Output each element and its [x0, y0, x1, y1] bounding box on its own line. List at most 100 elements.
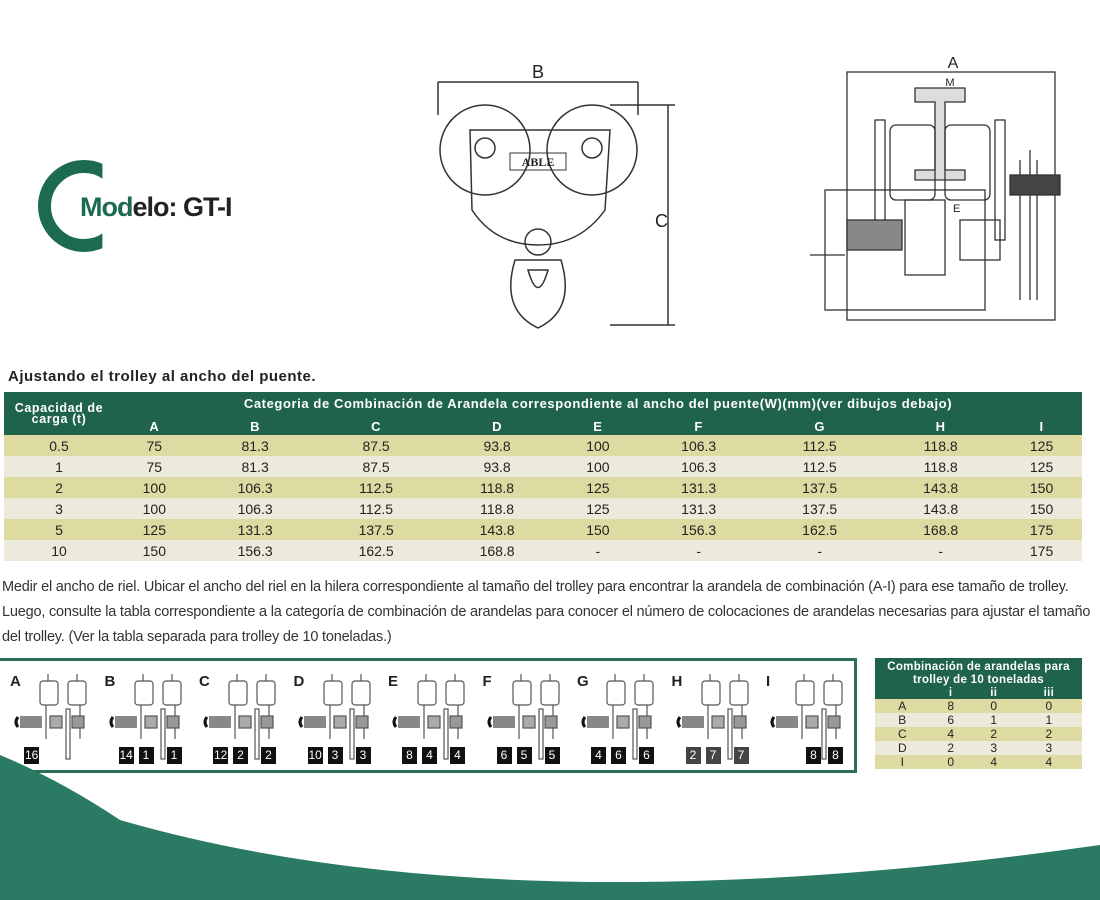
category-cell: A: [875, 699, 930, 713]
section-title: Ajustando el trolley al ancho del puente…: [8, 368, 317, 385]
ten-ton-col-ii: ii: [971, 687, 1016, 699]
washer-count-badge: 6: [639, 747, 654, 764]
diagram-label: E: [388, 673, 399, 690]
value-cell: 106.3: [194, 498, 316, 519]
washer-count-badge: 4: [422, 747, 437, 764]
washer-count-badge: 7: [705, 747, 721, 764]
washer-count-badge: 8: [806, 747, 821, 764]
count-cell: 2: [1015, 727, 1082, 741]
value-cell: 87.5: [315, 435, 437, 456]
trolley-front-drawing: ABLE B C: [437, 62, 675, 329]
value-cell: 150: [114, 540, 195, 561]
trolley-axle-icon: [298, 674, 371, 760]
trolley-side-drawing: A M E: [810, 55, 1061, 321]
washer-count-badge: 3: [327, 747, 343, 764]
diagram-label: F: [482, 673, 492, 690]
washer-count-badge: 6: [611, 747, 626, 764]
value-cell: 156.3: [638, 519, 760, 540]
value-cell: 131.3: [194, 519, 316, 540]
value-cell: 100: [114, 498, 195, 519]
count-cell: 2: [929, 741, 972, 755]
count-cell: 3: [971, 741, 1016, 755]
washer-count-badge: 3: [355, 747, 371, 764]
value-cell: 75: [114, 435, 195, 456]
value-cell: 87.5: [315, 456, 437, 477]
trolley-axle-icon: [203, 674, 276, 760]
column-header-f: F: [638, 414, 760, 435]
value-cell: 143.8: [880, 498, 1002, 519]
column-header-d: D: [436, 414, 558, 435]
value-cell: 162.5: [315, 540, 437, 561]
washer-count-badge: 16: [24, 747, 40, 764]
category-cell: I: [875, 755, 930, 769]
value-cell: 125: [1001, 456, 1082, 477]
value-cell: 112.5: [759, 435, 881, 456]
category-cell: B: [875, 713, 930, 727]
value-cell: -: [557, 540, 639, 561]
value-cell: 131.3: [638, 477, 760, 498]
count-cell: 0: [1015, 699, 1082, 713]
ten-ton-col-i: i: [929, 687, 972, 699]
svg-text:ABLE: ABLE: [522, 155, 555, 169]
svg-text:C: C: [655, 211, 668, 231]
value-cell: 143.8: [436, 519, 558, 540]
category-cell: D: [875, 741, 930, 755]
value-cell: 81.3: [194, 456, 316, 477]
value-cell: 106.3: [638, 435, 760, 456]
value-cell: 106.3: [194, 477, 316, 498]
washer-count-badge: 1: [138, 747, 154, 764]
washer-count-badge: 14: [118, 747, 134, 764]
category-header: Categoria de Combinación de Arandela cor…: [114, 392, 1082, 414]
washer-count-badge: 6: [496, 747, 512, 764]
value-cell: 150: [557, 519, 639, 540]
count-cell: 3: [1015, 741, 1082, 755]
value-cell: 118.8: [880, 435, 1002, 456]
value-cell: 143.8: [880, 477, 1002, 498]
trolley-axle-icon: [487, 674, 560, 760]
ten-ton-col-iii: iii: [1015, 687, 1082, 699]
value-cell: 137.5: [315, 519, 437, 540]
count-cell: 1: [1015, 713, 1082, 727]
value-cell: 168.8: [436, 540, 558, 561]
capacity-cell: 1: [4, 456, 114, 477]
count-cell: 1: [971, 713, 1016, 727]
capacity-cell: 5: [4, 519, 114, 540]
column-header-i: I: [1001, 414, 1082, 435]
svg-text:A: A: [948, 55, 959, 72]
trolley-axle-icon: [392, 674, 465, 760]
column-header-a: A: [114, 414, 195, 435]
value-cell: 168.8: [880, 519, 1002, 540]
washer-count-badge: 2: [685, 747, 701, 764]
value-cell: 137.5: [759, 477, 881, 498]
value-cell: 106.3: [638, 456, 760, 477]
value-cell: 175: [1001, 540, 1082, 561]
count-cell: 4: [929, 727, 972, 741]
trolley-axle-icon: [14, 674, 87, 760]
ten-ton-washer-table: Combinación de arandelas para trolley de…: [875, 658, 1082, 769]
svg-text:B: B: [532, 62, 544, 82]
value-cell: 118.8: [436, 477, 558, 498]
value-cell: 100: [557, 456, 639, 477]
model-logo: Modelo: GT-I: [38, 160, 248, 255]
column-header-b: B: [194, 414, 316, 435]
value-cell: 81.3: [194, 435, 316, 456]
instructions-paragraph: Medir el ancho de riel. Ubicar el ancho …: [2, 579, 1091, 645]
value-cell: 100: [557, 435, 639, 456]
column-header-g: G: [759, 414, 881, 435]
value-cell: -: [880, 540, 1002, 561]
category-cell: C: [875, 727, 930, 741]
value-cell: 93.8: [436, 435, 558, 456]
capacity-cell: 10: [4, 540, 114, 561]
value-cell: 131.3: [638, 498, 760, 519]
